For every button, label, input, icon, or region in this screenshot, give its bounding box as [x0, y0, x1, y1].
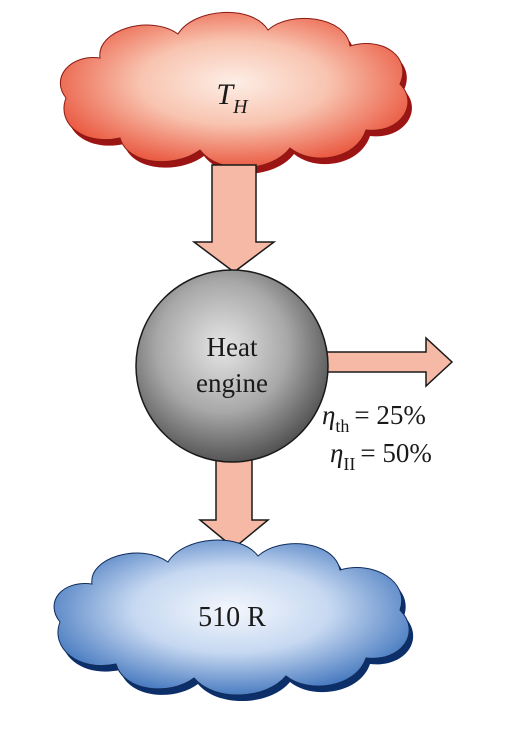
hot-reservoir-cloud: TH — [60, 11, 412, 174]
work-out-arrow — [319, 336, 454, 388]
cold-reservoir-cloud: 510 R — [53, 539, 414, 702]
hot-reservoir-label: TH — [216, 78, 249, 118]
thermal-efficiency: ηth= 25% — [322, 400, 426, 436]
heat-in-arrow — [191, 164, 277, 273]
heat-out-arrow — [197, 451, 271, 549]
cold-reservoir-label: 510 R — [198, 602, 266, 633]
second-law-efficiency: ηII= 50% — [330, 438, 432, 474]
heat-engine: Heat engine — [135, 269, 329, 463]
engine-label-line2: engine — [196, 368, 268, 398]
engine-label-line1: Heat — [207, 332, 258, 362]
